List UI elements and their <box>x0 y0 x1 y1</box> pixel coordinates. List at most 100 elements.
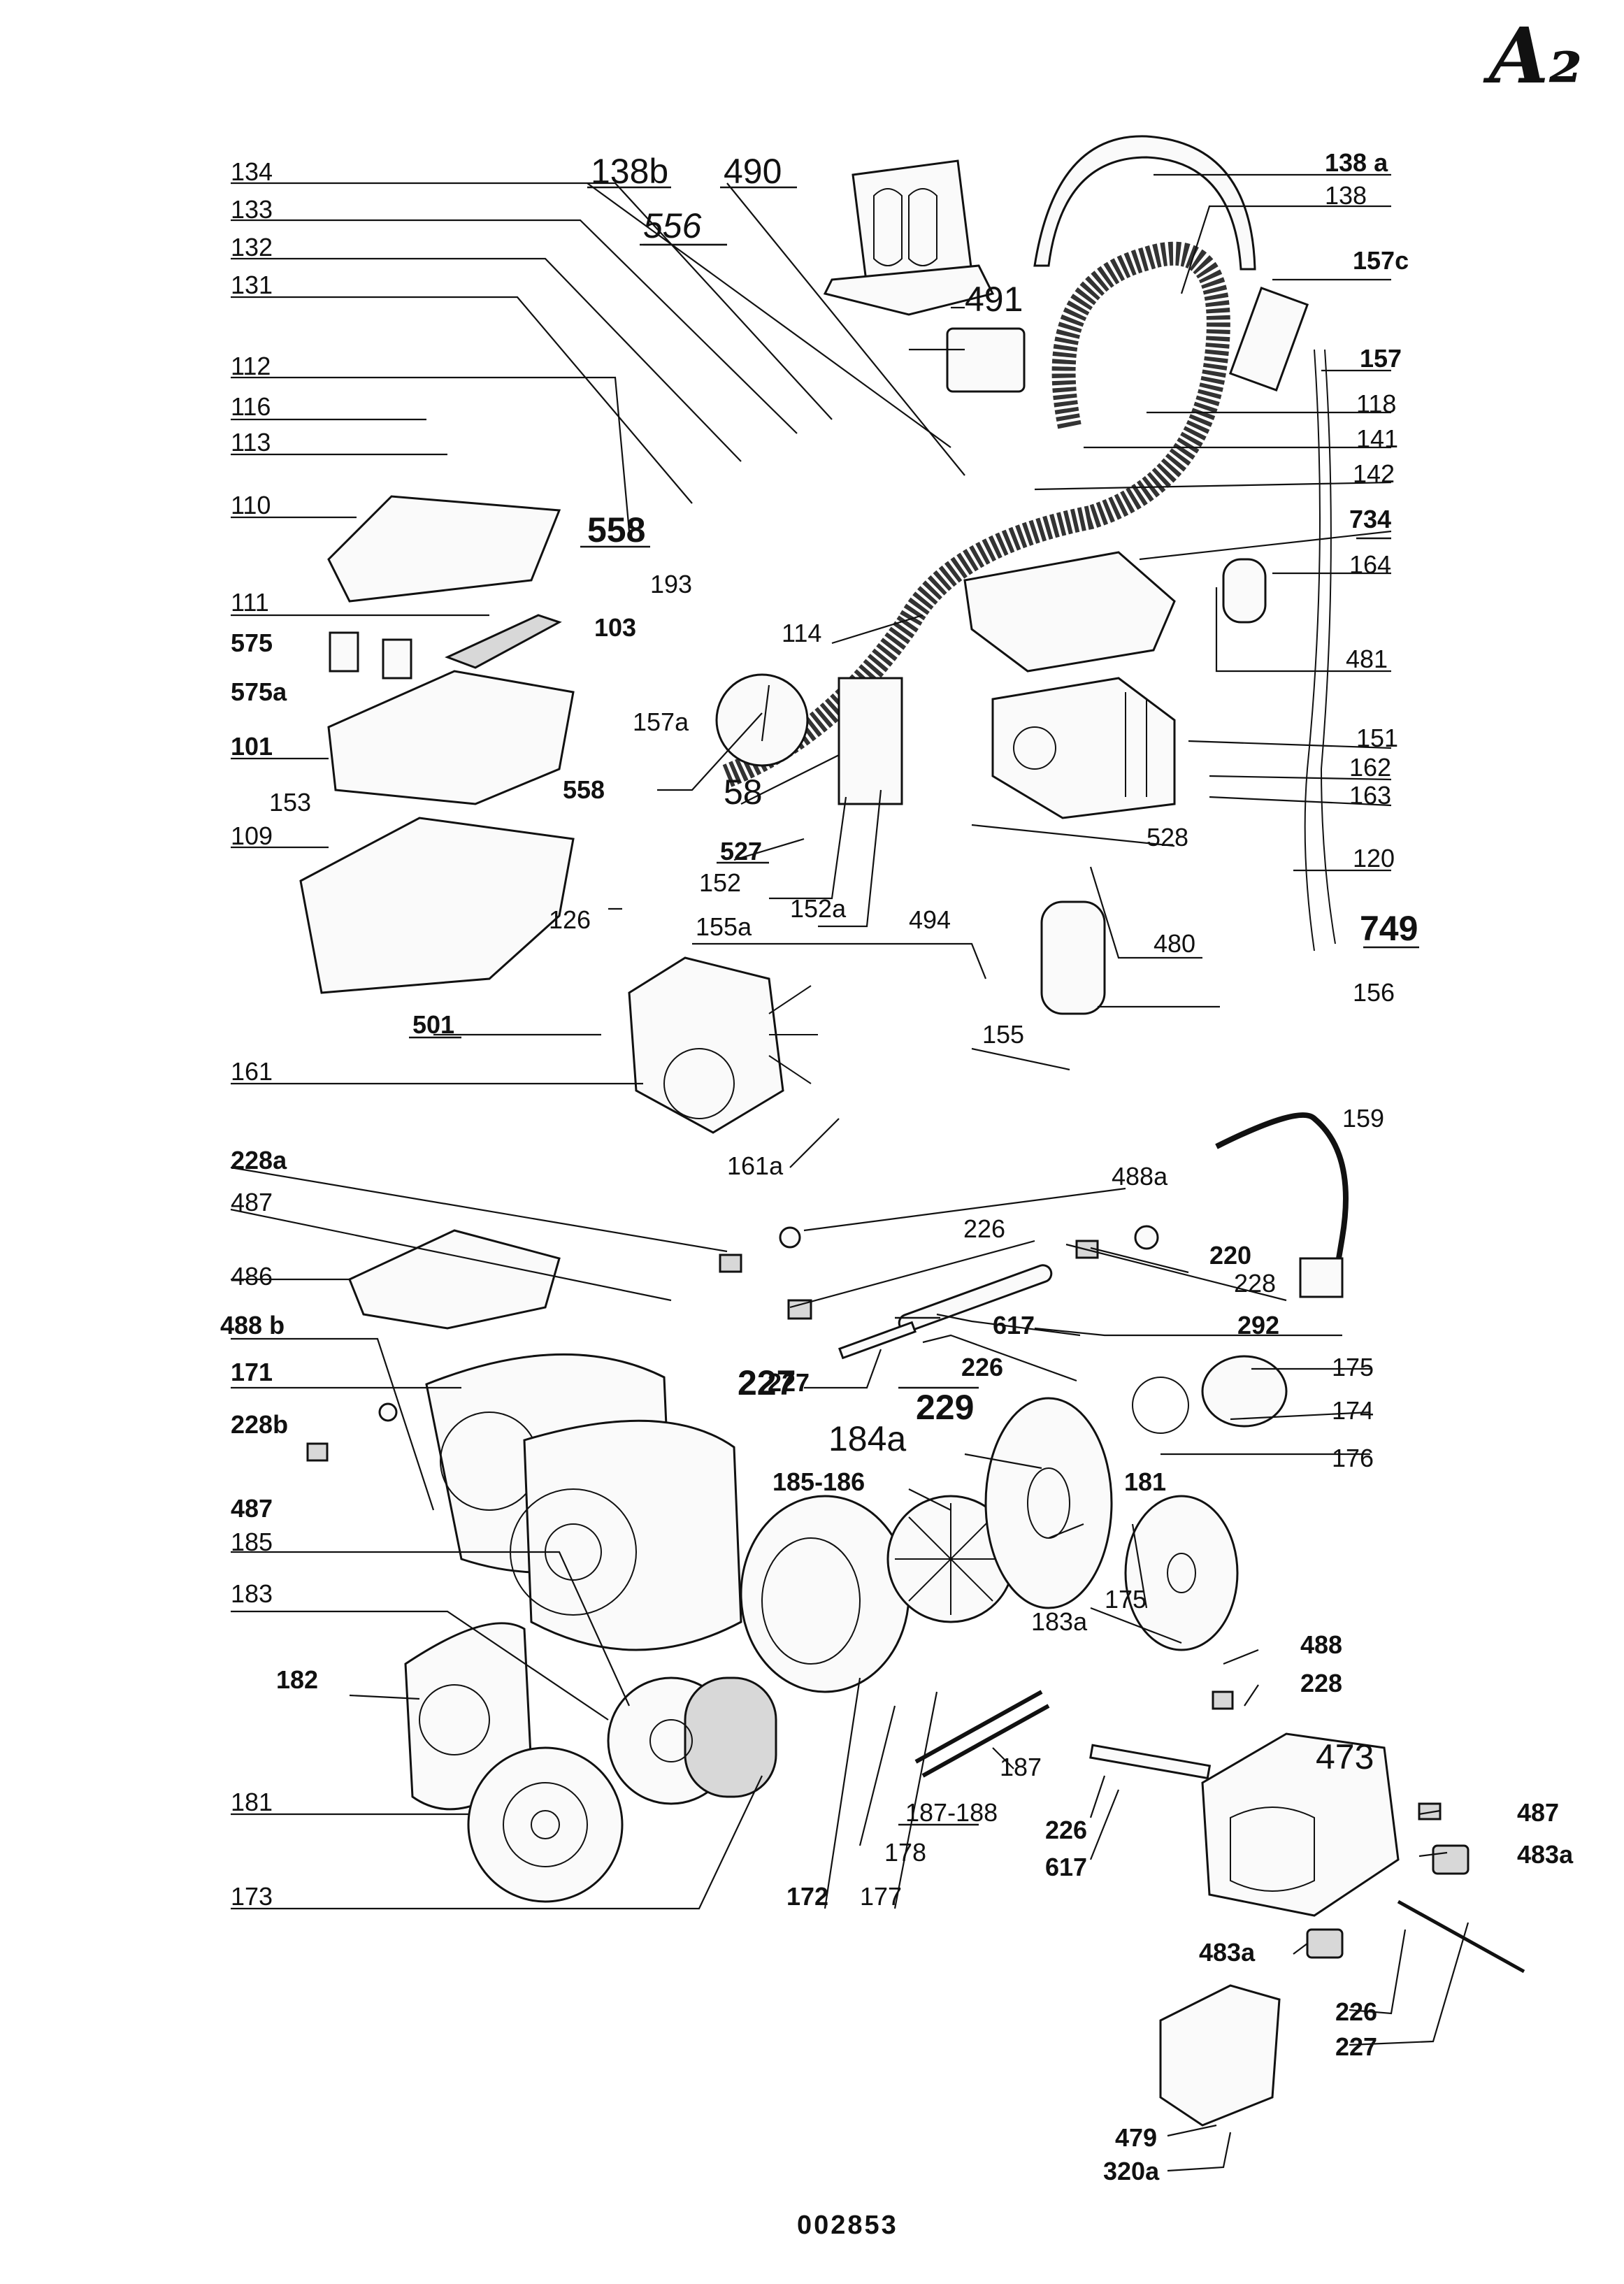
callout-181-right: 181 <box>1124 1467 1166 1496</box>
end-shield-part-181-right <box>984 1397 1113 1609</box>
sheet-code: A₂ <box>1483 10 1583 101</box>
callout-488b: 488 b <box>220 1311 285 1339</box>
lamp-part-575 <box>329 631 359 673</box>
callout-187-188: 187-188 <box>905 1798 998 1827</box>
end-shield-part-181 <box>467 1746 624 1903</box>
callout-138: 138 <box>1325 181 1367 210</box>
callout-175-lower: 175 <box>1105 1585 1147 1614</box>
callout-111: 111 <box>231 588 269 617</box>
callout-138b: 138b <box>591 152 668 191</box>
callout-133: 133 <box>231 195 273 224</box>
rod-part-227 <box>1397 1899 1525 1974</box>
filter-part-103 <box>445 614 562 669</box>
callout-underlines <box>409 186 1419 1826</box>
callout-479: 479 <box>1115 2123 1157 2152</box>
callout-142: 142 <box>1353 459 1395 488</box>
relay-part-491 <box>946 327 1026 393</box>
pump-part-161 <box>628 956 818 1134</box>
callout-110: 110 <box>231 491 271 519</box>
callout-480: 480 <box>1154 929 1195 958</box>
callout-185-186: 185-186 <box>773 1467 865 1496</box>
callout-184a: 184a <box>828 1419 906 1458</box>
connector-part-483a-2 <box>1306 1928 1344 1959</box>
capacitor-part-164 <box>1222 558 1267 624</box>
brush-part-187 <box>914 1690 1050 1778</box>
callout-487-mid: 487 <box>231 1494 273 1523</box>
callout-164: 164 <box>1349 550 1391 579</box>
terminal-block-part-152 <box>838 677 903 805</box>
callout-155a: 155a <box>696 912 752 941</box>
rotor-part-183 <box>607 1676 777 1805</box>
callout-320a: 320a <box>1103 2157 1160 2185</box>
transformer-part-490 <box>823 159 995 316</box>
plug-cable-part-159 <box>1215 1112 1349 1280</box>
callout-171: 171 <box>231 1358 273 1386</box>
callout-617-lower: 617 <box>1045 1853 1087 1881</box>
callout-176: 176 <box>1332 1444 1374 1472</box>
cover-part-110 <box>327 495 561 603</box>
callout-193: 193 <box>650 570 692 598</box>
callout-487-lower: 487 <box>1517 1798 1559 1827</box>
callout-483a-left: 483a <box>1199 1938 1256 1967</box>
callout-227-bottom: 227 <box>1335 2032 1377 2061</box>
callout-226-upper: 226 <box>963 1214 1005 1243</box>
wire-harness-part <box>1304 349 1336 951</box>
connector-part-483a-1 <box>1432 1844 1469 1875</box>
callout-114: 114 <box>782 619 821 647</box>
callout-226-lower: 226 <box>1045 1816 1087 1844</box>
motor-part-473 <box>1089 1732 1400 1917</box>
callout-173: 173 <box>231 1882 273 1911</box>
callout-152a: 152a <box>790 894 847 923</box>
callout-292: 292 <box>1237 1311 1279 1339</box>
callout-118: 118 <box>1356 389 1396 418</box>
callout-151: 151 <box>1356 724 1398 752</box>
leader-lines <box>230 173 1469 2172</box>
callout-labels: 134 133 132 131 138b 490 556 491 112 116… <box>220 148 1574 2185</box>
fan-part-185-186 <box>886 1495 1015 1623</box>
callout-228a: 228a <box>231 1146 287 1175</box>
callout-161: 161 <box>231 1057 273 1086</box>
callout-528: 528 <box>1147 823 1188 852</box>
doc-number: 002853 <box>797 2211 898 2240</box>
callout-178: 178 <box>884 1838 926 1867</box>
stator-part-172 <box>740 1495 910 1693</box>
callout-486: 486 <box>231 1262 273 1291</box>
callout-156: 156 <box>1353 978 1395 1007</box>
callout-183a: 183a <box>1031 1607 1088 1636</box>
callout-527: 527 <box>720 837 762 866</box>
callout-187: 187 <box>1000 1753 1042 1781</box>
callout-116: 116 <box>231 392 271 421</box>
callout-175-upper: 175 <box>1332 1353 1374 1381</box>
callout-103: 103 <box>594 613 636 642</box>
callout-109: 109 <box>231 821 273 850</box>
callout-491: 491 <box>965 280 1023 319</box>
plug-part <box>1299 1257 1344 1298</box>
callout-185: 185 <box>231 1528 273 1556</box>
callout-126: 126 <box>549 905 591 934</box>
dispenser-part-101 <box>327 670 575 805</box>
callout-481: 481 <box>1346 645 1388 673</box>
callout-227-a: 227 <box>768 1368 810 1397</box>
callout-157: 157 <box>1360 344 1402 373</box>
callout-556: 556 <box>643 206 702 245</box>
callout-228-upper: 228 <box>1234 1269 1276 1298</box>
callout-58: 58 <box>724 773 763 812</box>
callout-229: 229 <box>916 1388 974 1427</box>
callout-226-mid: 226 <box>961 1353 1003 1381</box>
callout-101: 101 <box>231 732 273 761</box>
callout-159: 159 <box>1342 1104 1384 1133</box>
callout-228b: 228b <box>231 1410 288 1439</box>
callout-749: 749 <box>1360 909 1418 948</box>
callout-132: 132 <box>231 233 273 261</box>
callout-228-lower: 228 <box>1300 1669 1342 1697</box>
callout-174: 174 <box>1332 1396 1374 1425</box>
callout-575a: 575a <box>231 677 287 706</box>
callout-141: 141 <box>1356 424 1398 453</box>
drain-hose-part-138 <box>722 241 1230 787</box>
callout-172: 172 <box>786 1882 828 1911</box>
motor-frame-part <box>510 1419 742 1651</box>
callout-575: 575 <box>231 629 273 657</box>
callout-113: 113 <box>231 428 271 457</box>
hose-hanger-part-138a <box>1033 135 1256 271</box>
